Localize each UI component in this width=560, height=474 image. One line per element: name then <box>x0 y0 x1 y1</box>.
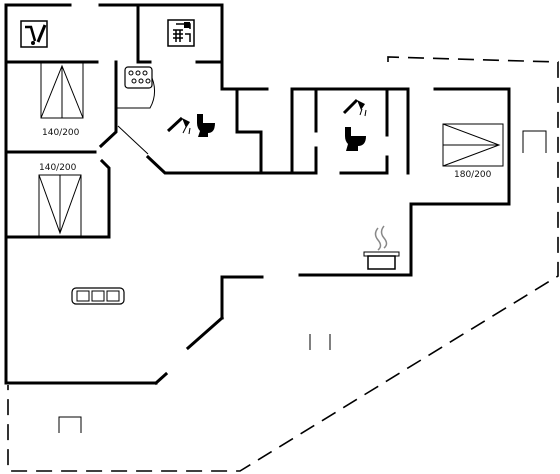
terrace-furniture <box>58 130 547 433</box>
bed-1-label: 140/200 <box>42 128 80 138</box>
shower-icon <box>166 116 191 135</box>
sofa-icon <box>71 287 125 305</box>
bed-1: 140/200 <box>40 61 84 138</box>
cooking-pot-icon <box>363 225 400 270</box>
exterior-walls <box>4 3 511 386</box>
bed-2-label: 140/200 <box>39 163 77 173</box>
bed-3-label: 180/200 <box>454 170 492 180</box>
shower-room-icon <box>167 19 195 47</box>
hall-door <box>117 125 149 155</box>
stove-icon <box>124 66 153 89</box>
sauna-icon <box>20 20 48 48</box>
shower-icon <box>342 98 367 117</box>
interior-walls <box>4 3 410 239</box>
toilet-icon <box>197 114 215 137</box>
bed-3: 180/200 <box>442 123 504 180</box>
toilet-icon <box>345 127 366 151</box>
bed-2: 140/200 <box>38 163 82 238</box>
terrace-outline <box>7 56 559 472</box>
